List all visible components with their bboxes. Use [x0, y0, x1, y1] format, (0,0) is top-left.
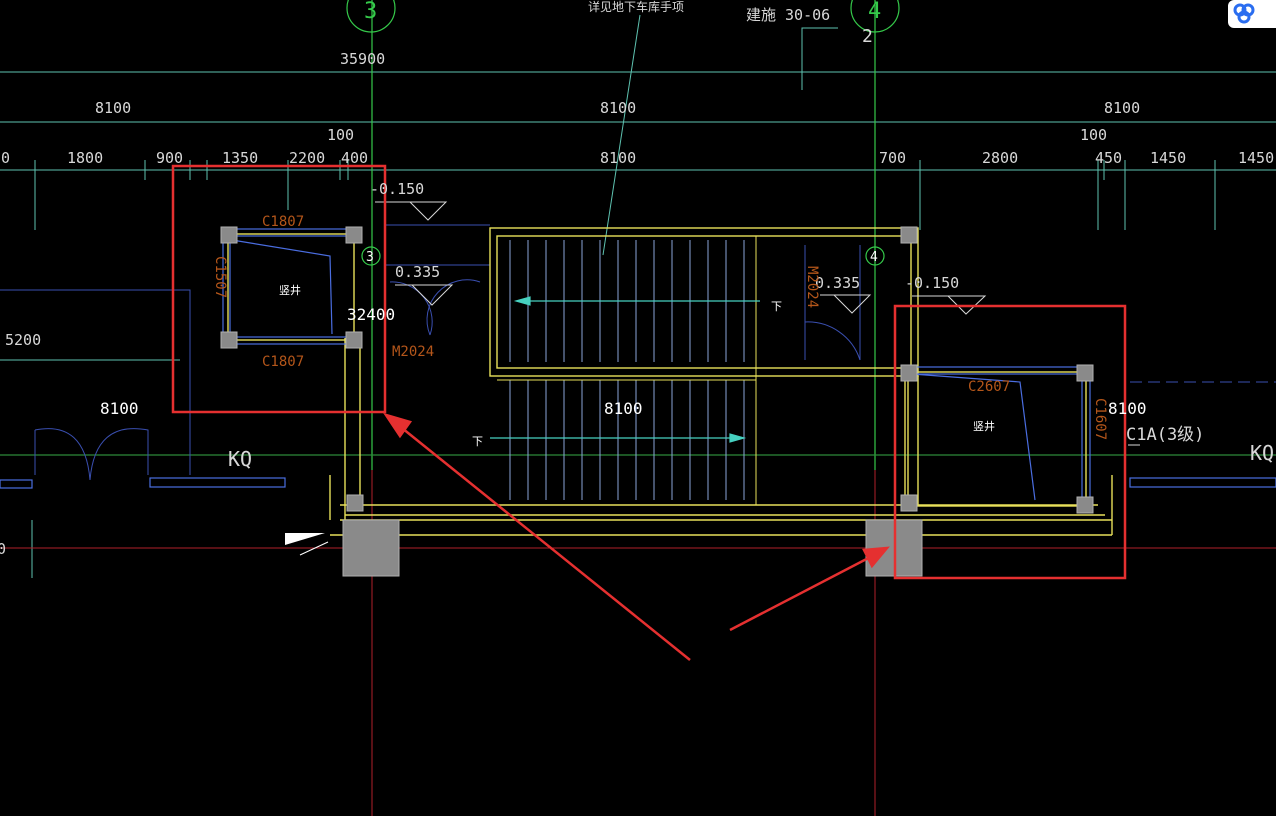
- dim-small-left: 100: [327, 126, 354, 144]
- kq-label-left: KQ: [228, 447, 252, 471]
- dim-bay-right: 8100: [1104, 99, 1140, 117]
- dim-bay-left: 8100: [95, 99, 131, 117]
- dim-center-8100: 8100: [604, 399, 643, 418]
- dim-seg-1450b: 1450: [1238, 149, 1274, 167]
- dim-32400: 32400: [347, 305, 395, 324]
- highlight-boxes: [171, 164, 1127, 580]
- dim-seg-mid: 8100: [600, 149, 636, 167]
- level-markers: [375, 201, 987, 315]
- dim-seg-700: 700: [879, 149, 906, 167]
- columns: [220, 226, 1094, 577]
- arrow-head-right: [862, 546, 890, 569]
- cloud-icon: [1233, 3, 1255, 24]
- kq-label-right: KQ: [1250, 441, 1274, 465]
- level-right: -0.150: [905, 274, 959, 292]
- dim-small-right: 100: [1080, 126, 1107, 144]
- dim-left-bottom: 0: [0, 540, 6, 558]
- dim-left-8100: 8100: [100, 399, 139, 418]
- level-mid-right: 0.335: [815, 274, 860, 292]
- axis-lines: [0, 0, 1276, 470]
- highlight-box-right[interactable]: [893, 304, 1127, 580]
- shaft-label-left: 竖井: [279, 283, 301, 297]
- axis-label-3: 3: [364, 0, 377, 24]
- axis-small-4: 4: [870, 250, 878, 265]
- tag-c1507: C1507: [212, 256, 228, 298]
- stair-treads: [497, 236, 757, 505]
- arrow-head-left: [383, 412, 413, 439]
- north-marker: [285, 533, 325, 545]
- dim-seg-1800: 1800: [67, 149, 103, 167]
- stair-arrows: [490, 296, 760, 443]
- tag-c1807-top: C1807: [262, 214, 304, 230]
- axis-label-4: 4: [868, 0, 881, 24]
- dim-bay-mid: 8100: [600, 99, 636, 117]
- dim-seg-2200: 2200: [289, 149, 325, 167]
- tag-m2024-left: M2024: [392, 344, 434, 360]
- dim-seg-partial: 50: [0, 149, 10, 167]
- tag-c2607: C2607: [968, 379, 1010, 395]
- c1a-label: C1A(3级): [1126, 425, 1204, 445]
- ref-top: 建施 30-06: [746, 6, 830, 24]
- dim-seg-450: 450: [1095, 149, 1122, 167]
- structure-lines: [0, 224, 1276, 481]
- stair-down-lower: 下: [472, 435, 483, 448]
- dim-total-top: 35900: [340, 50, 385, 68]
- note-top: 详见地下车库手项: [588, 0, 684, 14]
- tag-m2024-right: M2024: [804, 266, 820, 308]
- dim-right-8100: 8100: [1108, 399, 1147, 418]
- dim-seg-1450a: 1450: [1150, 149, 1186, 167]
- tag-c1607: C1607: [1092, 398, 1108, 440]
- dim-seg-400: 400: [341, 149, 368, 167]
- dim-seg-1350: 1350: [222, 149, 258, 167]
- axis-small-3: 3: [366, 250, 374, 265]
- axis-sub-label: 2: [862, 26, 873, 47]
- highlight-box-left[interactable]: [171, 164, 387, 414]
- dim-left-5200: 5200: [5, 331, 41, 349]
- dim-seg-2800: 2800: [982, 149, 1018, 167]
- cloud-app-icon[interactable]: [1228, 0, 1276, 28]
- highlight-arrows: [383, 412, 890, 661]
- level-mid-left: 0.335: [395, 263, 440, 281]
- shaft-label-right: 竖井: [973, 419, 995, 433]
- level-left: -0.150: [370, 180, 424, 198]
- tag-c1807-bottom: C1807: [262, 354, 304, 370]
- walls: [227, 227, 1113, 536]
- red-axis-lines: [0, 470, 1276, 816]
- dimension-lines: [0, 14, 1276, 578]
- dim-seg-900: 900: [156, 149, 183, 167]
- stair-down-upper: 下: [771, 300, 782, 313]
